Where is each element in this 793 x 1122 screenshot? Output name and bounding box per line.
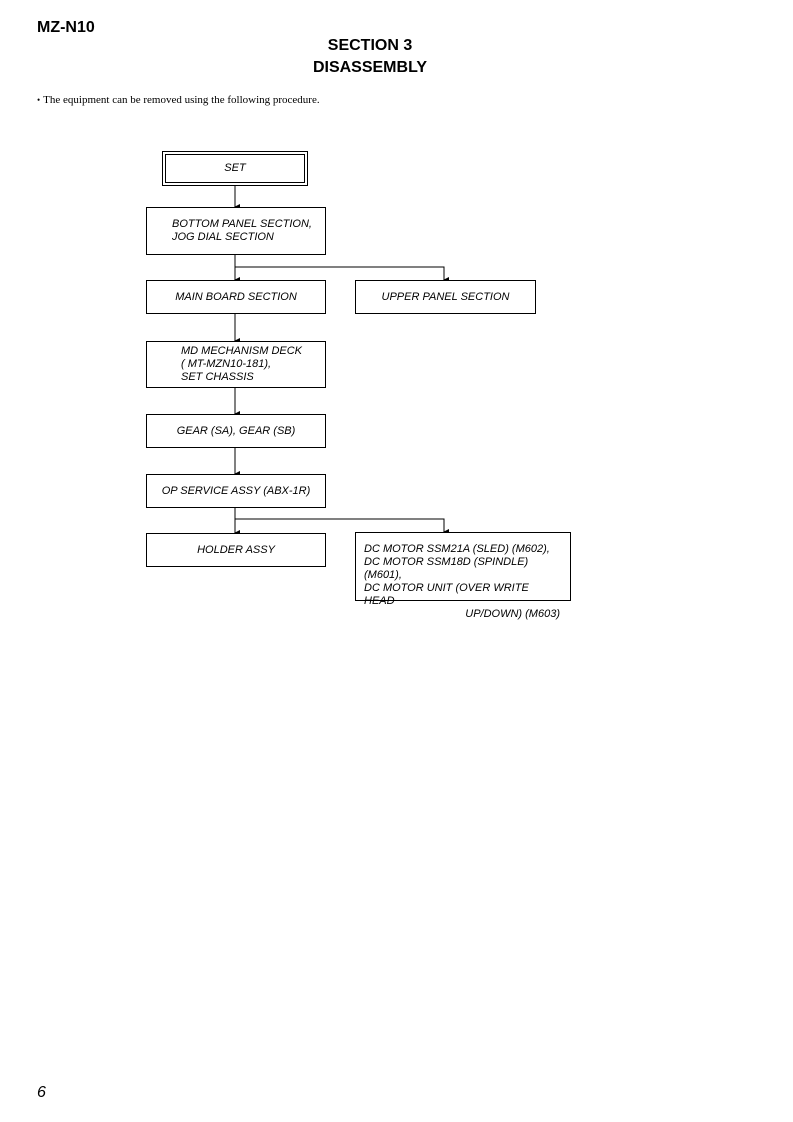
box-upper-panel-label: UPPER PANEL SECTION <box>381 290 510 303</box>
section-title: SECTION 3 <box>327 37 413 54</box>
box-op-service-label: OP SERVICE ASSY (ABX-1R) <box>161 484 311 497</box>
box-holder: HOLDER ASSY <box>146 533 326 567</box>
box-bottom-panel: BOTTOM PANEL SECTION, JOG DIAL SECTION <box>146 207 326 255</box>
box-set: SET <box>162 151 308 186</box>
intro-text: •The equipment can be removed using the … <box>37 94 320 106</box>
page-number: 6 <box>37 1084 46 1101</box>
box-dc-motor-line: DC MOTOR SSM18D (SPINDLE) (M601), <box>364 556 529 581</box>
box-upper-panel: UPPER PANEL SECTION <box>355 280 536 314</box>
box-op-service: OP SERVICE ASSY (ABX-1R) <box>146 474 326 508</box>
box-gear-label: GEAR (SA), GEAR (SB) <box>176 424 296 437</box>
box-holder-label: HOLDER ASSY <box>197 543 275 556</box>
arrow-op-to-dcmotor <box>235 518 449 535</box>
box-dc-motor: DC MOTOR SSM21A (SLED) (M602), DC MOTOR … <box>355 532 571 620</box>
box-bottom-panel-line: BOTTOM PANEL SECTION, <box>172 218 312 230</box>
model-number: MZ-N10 <box>37 19 95 36</box>
box-md-mechanism: MD MECHANISM DECK ( MT-MZN10-181), SET C… <box>146 341 326 388</box>
box-dc-motor-line: UP/DOWN) (M603) <box>465 608 560 620</box>
box-md-mechanism-line: ( MT-MZN10-181), <box>181 358 272 370</box>
bullet-icon: • <box>37 95 41 105</box>
intro-sentence: The equipment can be removed using the f… <box>43 94 320 106</box>
box-dc-motor-line: DC MOTOR UNIT (OVER WRITE HEAD <box>364 582 529 607</box>
box-md-mechanism-line: SET CHASSIS <box>181 371 254 383</box>
section-subtitle: DISASSEMBLY <box>312 59 428 76</box>
box-main-board-label: MAIN BOARD SECTION <box>175 290 297 303</box>
box-dc-motor-line: DC MOTOR SSM21A (SLED) (M602), <box>364 543 550 555</box>
box-bottom-panel-line: JOG DIAL SECTION <box>172 231 274 243</box>
box-gear: GEAR (SA), GEAR (SB) <box>146 414 326 448</box>
box-md-mechanism-line: MD MECHANISM DECK <box>181 345 303 357</box>
arrow-bottom-to-upper <box>235 266 449 283</box>
box-main-board: MAIN BOARD SECTION <box>146 280 326 314</box>
box-set-label: SET <box>224 162 246 174</box>
